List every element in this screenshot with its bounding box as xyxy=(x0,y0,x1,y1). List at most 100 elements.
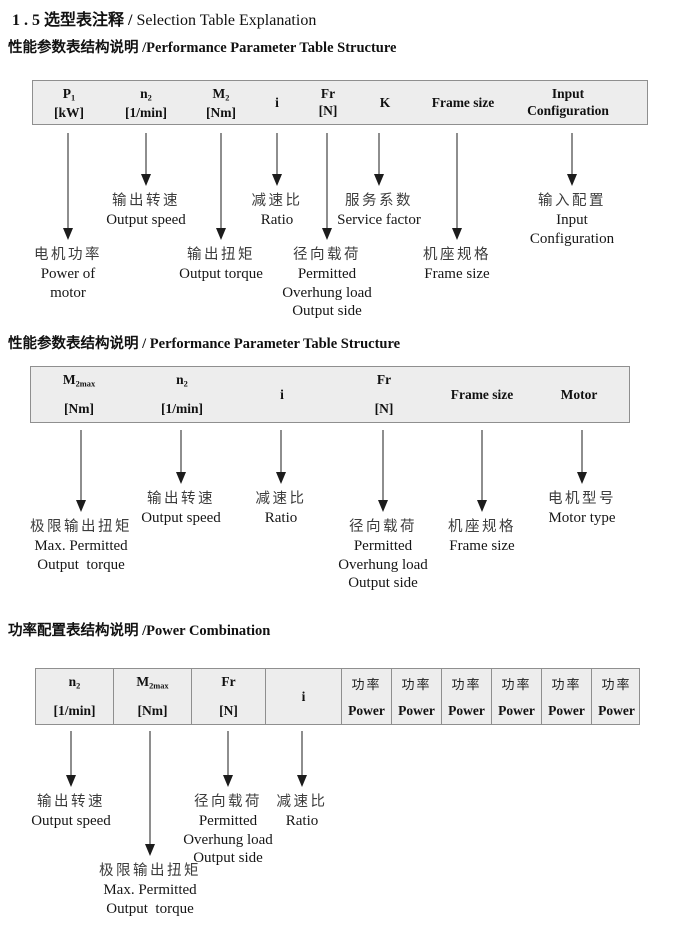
callout-label-line: Overhung load xyxy=(282,284,372,303)
column-header-line: Input xyxy=(552,86,584,101)
arrow-head-icon-max-permitted-output-torque xyxy=(145,844,155,856)
column-header-m2-nm: M2[Nm] xyxy=(206,81,236,124)
text-segment: 功率 xyxy=(401,677,432,692)
text-segment: Output speed xyxy=(31,813,111,829)
column-header-motor: Motor xyxy=(561,367,598,422)
text-segment: Overhung load xyxy=(338,556,428,573)
arrow-line-output-speed xyxy=(70,731,72,775)
callout-label-line: Frame size xyxy=(448,537,516,556)
column-header-line: 功率 xyxy=(451,674,481,693)
column-header-line: [N] xyxy=(375,401,394,416)
text-segment: 机座规格 xyxy=(448,519,516,535)
text-segment: Ratio xyxy=(260,212,294,228)
column-header-line: Frame size xyxy=(432,95,495,110)
column-header-i: i xyxy=(275,81,279,124)
subscript: 1 xyxy=(71,93,76,103)
column-header-p1-kw: P1 [kW] xyxy=(54,81,84,124)
column-header-line: M2 xyxy=(213,86,230,105)
arrow-line-output-speed xyxy=(145,133,147,174)
text-segment: Output side xyxy=(193,850,263,866)
text-segment: Permitted xyxy=(353,538,413,554)
page-title: 1 . 5 选型表注释 / Selection Table Explanatio… xyxy=(12,6,316,30)
text-segment: Output speed xyxy=(106,212,186,228)
arrow-head-icon-ratio xyxy=(276,472,286,484)
text-segment: 输出转速 xyxy=(146,491,215,507)
text-segment: Frame size xyxy=(424,266,490,282)
text-segment: [kW] xyxy=(54,105,84,121)
arrow-line-power-of-motor xyxy=(67,133,69,228)
callout-label-line: Ratio xyxy=(277,812,328,831)
arrow-head-icon-permitted-overhung-load xyxy=(322,228,332,240)
column-header-line: n2 xyxy=(176,372,188,391)
text-segment: 功率 xyxy=(551,677,582,692)
text-segment: Permitted xyxy=(297,266,357,282)
callout-label-line: 径向载荷 xyxy=(338,518,428,537)
text-segment: Power xyxy=(498,703,535,718)
column-header-fr-n: Fr[N] xyxy=(191,669,265,724)
text-segment: Ratio xyxy=(264,510,298,526)
callout-label-line: Service factor xyxy=(337,211,421,230)
column-header-power-5: 功率 Power xyxy=(541,669,591,724)
text-segment: M xyxy=(62,372,76,387)
column-header-line: [Nm] xyxy=(138,703,168,718)
text-segment: motor xyxy=(50,284,86,301)
column-header-line: Power xyxy=(448,703,485,718)
page-title-cn: 1 . 5 选型表注释 / xyxy=(12,12,137,29)
column-header-line: i xyxy=(302,689,306,704)
callout-label-line: Max. Permitted xyxy=(99,881,201,900)
callout-label-line: 径向载荷 xyxy=(183,793,273,812)
callout-label-line: 输出扭矩 xyxy=(179,246,263,265)
text-segment: n xyxy=(176,372,184,387)
column-header-line: 功率 xyxy=(551,674,581,693)
text-segment: i xyxy=(280,387,284,402)
text-segment: Output side xyxy=(292,303,362,319)
column-header-line: Frame size xyxy=(451,387,514,402)
column-header-line: [1/min] xyxy=(54,703,96,718)
text-segment: [Nm] xyxy=(137,703,168,718)
callout-label-line: Permitted xyxy=(183,812,273,831)
text-segment: 径向载荷 xyxy=(194,794,262,810)
arrow-line-permitted-overhung-load xyxy=(326,133,328,228)
text-segment: [N] xyxy=(219,703,238,718)
text-segment: Power xyxy=(548,703,585,718)
column-header-line: Fr xyxy=(321,86,335,101)
text-segment: Ratio xyxy=(285,813,319,829)
callout-label-line: 输入配置 xyxy=(530,192,614,211)
callout-label-line: Ratio xyxy=(252,211,303,230)
callout-label-line: 减速比 xyxy=(256,490,307,509)
column-header-line: Motor xyxy=(561,387,598,402)
column-header-line: Power xyxy=(498,703,535,718)
text-segment: 功率 xyxy=(451,677,482,692)
section-2-subtitle: 性能参数表结构说明 / Performance Parameter Table … xyxy=(8,336,401,352)
text-segment: P xyxy=(62,86,72,101)
callout-label-frame-size: 机座规格 Frame size xyxy=(448,518,516,556)
callout-label-line: 电机型号 xyxy=(548,490,616,509)
callout-label-line: 径向载荷 xyxy=(282,246,372,265)
text-segment: K xyxy=(379,95,391,110)
column-header-fr-n: Fr[N] xyxy=(375,367,394,422)
subscript: 2 xyxy=(183,379,188,389)
column-header-line: Power xyxy=(348,703,385,718)
text-segment: Input xyxy=(551,86,585,101)
text-segment: Power xyxy=(448,703,485,718)
subscript: 2max xyxy=(149,681,169,691)
text-segment: Power of xyxy=(40,266,96,282)
text-segment: 输入配置 xyxy=(538,193,606,209)
column-header-line: [N] xyxy=(319,103,338,118)
column-header-power-3: 功率 Power xyxy=(441,669,491,724)
callout-label-line: Overhung load xyxy=(338,556,428,575)
column-header-line: [N] xyxy=(219,703,238,718)
callout-label-line: Max. Permitted xyxy=(30,537,132,556)
callout-label-line: 服务系数 xyxy=(337,192,421,211)
column-header-line: [1/min] xyxy=(125,105,167,120)
arrow-head-icon-input-configuration xyxy=(567,174,577,186)
callout-label-line: 减速比 xyxy=(277,793,328,812)
